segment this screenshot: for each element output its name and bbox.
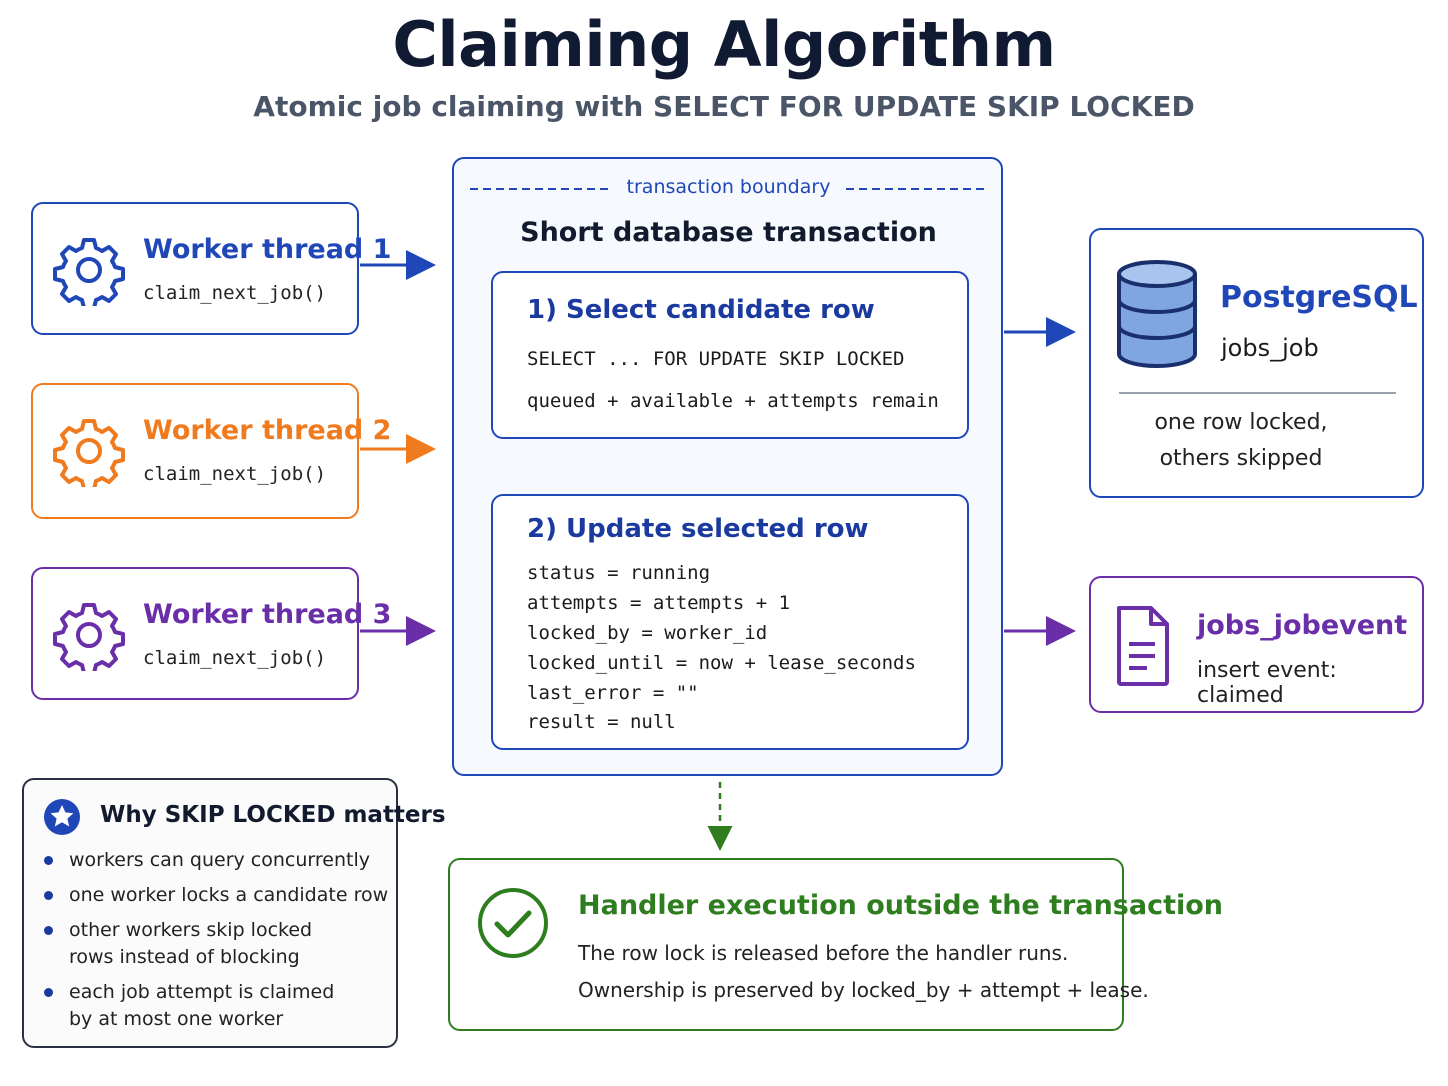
page-subtitle: Atomic job claiming with SELECT FOR UPDA… — [253, 90, 1195, 123]
worker-card-2: Worker thread 2 claim_next_job() — [31, 383, 391, 519]
jobevent-note: insert event: claimed — [1197, 658, 1337, 708]
step2-line: attempts = attempts + 1 — [527, 592, 791, 614]
bullet-dot — [44, 891, 53, 900]
jobevent-card: jobs_jobevent insert event: claimed — [1089, 576, 1424, 713]
step1-box: 1) Select candidate row SELECT ... FOR U… — [491, 271, 969, 439]
worker-title: Worker thread 3 — [143, 599, 392, 630]
worker-title: Worker thread 2 — [143, 415, 392, 446]
gear-icon — [53, 419, 125, 487]
worker-card-3: Worker thread 3 claim_next_job() — [31, 567, 391, 700]
document-icon — [1117, 606, 1169, 686]
page-title: Claiming Algorithm — [392, 8, 1056, 81]
gear-icon — [53, 238, 125, 306]
why-item: workers can query concurrently — [69, 849, 370, 871]
step2-line: locked_until = now + lease_seconds — [527, 652, 916, 674]
bullet-dot — [44, 926, 53, 935]
why-skip-locked-panel: Why SKIP LOCKED matters workers can quer… — [22, 778, 446, 1048]
why-item: other workers skip locked rows instead o… — [69, 919, 313, 968]
handler-line: Ownership is preserved by locked_by + at… — [578, 978, 1149, 1002]
worker-call: claim_next_job() — [143, 282, 327, 304]
postgres-card: PostgreSQL jobs_job one row locked, othe… — [1089, 228, 1424, 498]
worker-call: claim_next_job() — [143, 463, 327, 485]
gear-icon — [53, 603, 125, 671]
worker-title: Worker thread 1 — [143, 234, 392, 265]
postgres-note: others skipped — [1159, 446, 1323, 471]
step2-line: result = null — [527, 711, 676, 733]
step1-line: queued + available + attempts remain — [527, 390, 939, 412]
jobevent-title: jobs_jobevent — [1197, 610, 1408, 641]
why-item: each job attempt is claimed by at most o… — [69, 981, 335, 1030]
handler-card: Handler execution outside the transactio… — [448, 858, 1223, 1031]
step2-line: locked_by = worker_id — [527, 622, 768, 644]
checkmark-icon — [478, 888, 548, 958]
transaction-box: transaction boundary Short database tran… — [452, 157, 1003, 776]
step2-box: 2) Update selected row status = running … — [491, 494, 969, 750]
postgres-title: PostgreSQL — [1220, 280, 1418, 315]
step2-line: last_error = "" — [527, 682, 699, 704]
why-item: one worker locks a candidate row — [69, 884, 389, 906]
worker-card-1: Worker thread 1 claim_next_job() — [31, 202, 391, 335]
bullet-dot — [44, 988, 53, 997]
database-icon — [1117, 260, 1197, 368]
step2-line: status = running — [527, 562, 711, 584]
star-icon — [44, 799, 80, 835]
boundary-dash-left — [470, 188, 610, 190]
handler-line: The row lock is released before the hand… — [578, 941, 1069, 965]
bullet-dot — [44, 856, 53, 865]
boundary-dash-right — [846, 188, 986, 190]
postgres-table: jobs_job — [1221, 334, 1319, 362]
postgres-divider — [1119, 392, 1396, 394]
transaction-title: Short database transaction — [520, 217, 937, 248]
worker-call: claim_next_job() — [143, 647, 327, 669]
step1-title: 1) Select candidate row — [527, 295, 875, 325]
why-title: Why SKIP LOCKED matters — [100, 802, 446, 828]
step2-title: 2) Update selected row — [527, 514, 869, 544]
boundary-label: transaction boundary — [626, 176, 831, 198]
handler-title: Handler execution outside the transactio… — [578, 890, 1224, 921]
postgres-note: one row locked, — [1154, 410, 1328, 435]
step1-line: SELECT ... FOR UPDATE SKIP LOCKED — [527, 348, 905, 370]
